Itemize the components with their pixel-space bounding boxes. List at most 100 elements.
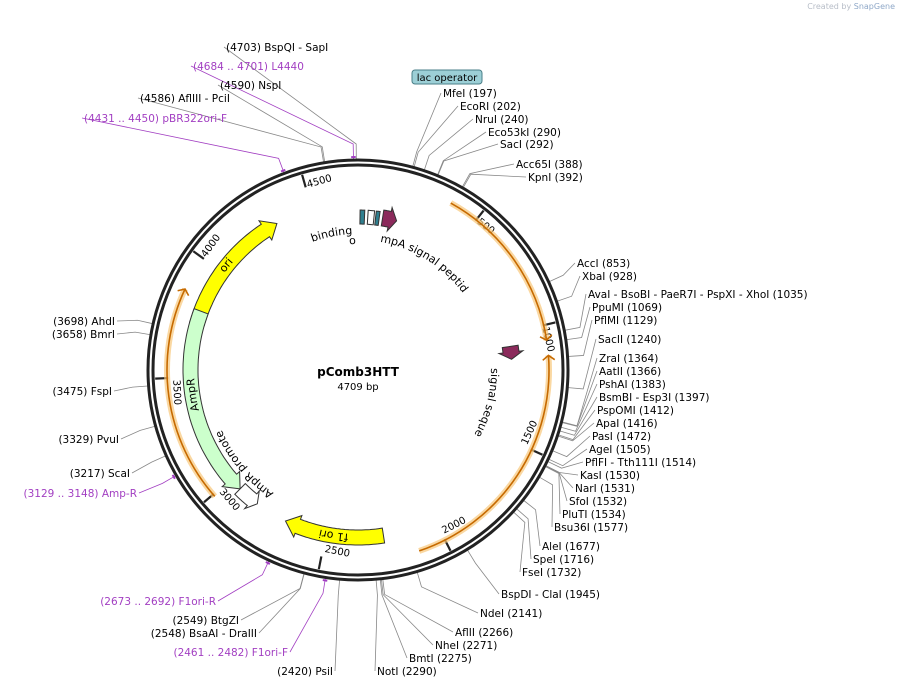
lac-operator-badge-label: lac operator bbox=[417, 73, 478, 84]
site-label: SacII (1240) bbox=[598, 334, 661, 346]
primer-mark bbox=[322, 579, 328, 582]
site-label: (4590) NspI bbox=[220, 80, 281, 92]
site-label: SacI (292) bbox=[500, 139, 554, 151]
site-leader bbox=[381, 579, 434, 646]
site-label: (2548) BsaAI - DraIII bbox=[151, 628, 257, 640]
site-label: Eco53kI (290) bbox=[488, 127, 561, 139]
site-leader bbox=[116, 319, 153, 324]
site-leader bbox=[560, 383, 598, 432]
site-leader bbox=[334, 580, 340, 672]
site-leader bbox=[568, 319, 593, 357]
site-leader bbox=[557, 275, 581, 302]
orf-arc-1-band bbox=[449, 200, 550, 341]
site-leader bbox=[547, 461, 584, 469]
site-label: SfoI (1532) bbox=[569, 496, 627, 508]
backbone-inner-circle bbox=[151, 163, 565, 577]
primer-mark bbox=[265, 561, 271, 565]
site-leader bbox=[549, 262, 576, 282]
site-leader bbox=[516, 508, 532, 560]
site-leader bbox=[568, 338, 597, 390]
site-label: NdeI (2141) bbox=[480, 608, 542, 620]
site-leader bbox=[545, 465, 579, 476]
site-label: AgeI (1505) bbox=[589, 444, 651, 456]
site-leader bbox=[437, 131, 487, 175]
site-label: AflII (2266) bbox=[455, 627, 513, 639]
backbone-outer-circle bbox=[146, 158, 570, 582]
site-leader bbox=[416, 572, 479, 614]
site-leader bbox=[379, 579, 408, 659]
snapgene-watermark: Created by SnapGene bbox=[807, 2, 895, 11]
ompa-signal-peptide-arrow bbox=[380, 205, 398, 233]
site-label: Bsu36I (1577) bbox=[554, 522, 628, 534]
site-leader bbox=[120, 426, 155, 440]
ori-arrow bbox=[189, 220, 278, 327]
site-leader bbox=[240, 573, 305, 621]
site-leader bbox=[558, 422, 595, 442]
site-leader bbox=[558, 409, 596, 441]
site-leader bbox=[382, 579, 454, 633]
site-label: NotI (2290) bbox=[377, 666, 437, 678]
site-leader bbox=[552, 435, 591, 458]
site-leader bbox=[424, 118, 474, 170]
orf-arc-2-arrowhead bbox=[542, 354, 556, 361]
site-label: PflMI (1129) bbox=[594, 315, 657, 327]
lac-operator-arrow bbox=[374, 210, 381, 226]
site-label: AatII (1366) bbox=[599, 366, 661, 378]
ampr-promoter-arrow bbox=[234, 482, 261, 510]
site-label: (2673 .. 2692) F1ori-R bbox=[100, 596, 216, 608]
site-label: PpuMI (1069) bbox=[592, 302, 662, 314]
site-label: PflFI - Tth111I (1514) bbox=[585, 457, 696, 469]
site-leader bbox=[539, 476, 554, 528]
lac-promoter-arrow bbox=[366, 209, 376, 226]
site-leader bbox=[138, 475, 176, 494]
site-leader bbox=[413, 105, 459, 167]
tick-label-3500: 3500 bbox=[170, 379, 182, 405]
site-label: (3329) PvuI bbox=[58, 434, 119, 446]
site-leader bbox=[463, 173, 527, 188]
site-leader bbox=[81, 117, 285, 173]
site-leader bbox=[545, 466, 561, 515]
site-label: BmtI (2275) bbox=[409, 653, 472, 665]
tick-label-2500: 2500 bbox=[324, 544, 351, 560]
site-label: SpeI (1716) bbox=[533, 554, 594, 566]
site-leader bbox=[412, 92, 442, 167]
f1-ori-textpath: f1 ori bbox=[318, 527, 349, 544]
site-label: PluTI (1534) bbox=[562, 509, 626, 521]
f1-ori-label: f1 ori bbox=[318, 527, 349, 544]
primer-mark bbox=[280, 168, 286, 173]
site-label: KpnI (392) bbox=[528, 172, 583, 184]
site-leader bbox=[545, 465, 568, 502]
site-leader bbox=[137, 97, 324, 162]
site-label: MfeI (197) bbox=[443, 88, 497, 100]
site-leader bbox=[548, 448, 588, 467]
site-label: PasI (1472) bbox=[592, 431, 651, 443]
backbone bbox=[146, 158, 570, 582]
site-leader bbox=[523, 500, 541, 547]
pelb-signal-sequence-arrow bbox=[497, 344, 525, 360]
site-label: ZraI (1364) bbox=[599, 353, 658, 365]
site-label: (2461 .. 2482) F1ori-F bbox=[173, 647, 288, 659]
f1-ori-arrow bbox=[284, 514, 386, 546]
site-leader bbox=[113, 385, 148, 392]
cap-binding-site-arrow bbox=[359, 209, 366, 225]
site-label: BspDI - ClaI (1945) bbox=[501, 589, 600, 601]
tick-label-4500: 4500 bbox=[306, 173, 333, 191]
site-leader bbox=[462, 163, 515, 187]
site-label: FseI (1732) bbox=[522, 567, 581, 579]
orf-arc-2-line bbox=[418, 355, 550, 552]
site-label: NarI (1531) bbox=[575, 483, 635, 495]
site-leader bbox=[437, 143, 499, 175]
site-leader bbox=[217, 561, 270, 602]
site-leader bbox=[223, 46, 357, 160]
site-label: Acc65I (388) bbox=[516, 159, 583, 171]
orf-arc-3-arrowhead bbox=[177, 288, 190, 296]
lac-operator-badge-box bbox=[411, 69, 483, 85]
site-leader bbox=[565, 293, 587, 331]
tick-4500 bbox=[301, 174, 307, 188]
site-leader bbox=[467, 550, 500, 595]
orf-arc-1-arrowhead bbox=[539, 334, 553, 342]
orf-arcs bbox=[164, 200, 556, 554]
site-label: BsmBI - Esp3I (1397) bbox=[599, 392, 709, 404]
lac-operator-badge: lac operator bbox=[411, 69, 483, 85]
site-leader bbox=[116, 331, 151, 336]
